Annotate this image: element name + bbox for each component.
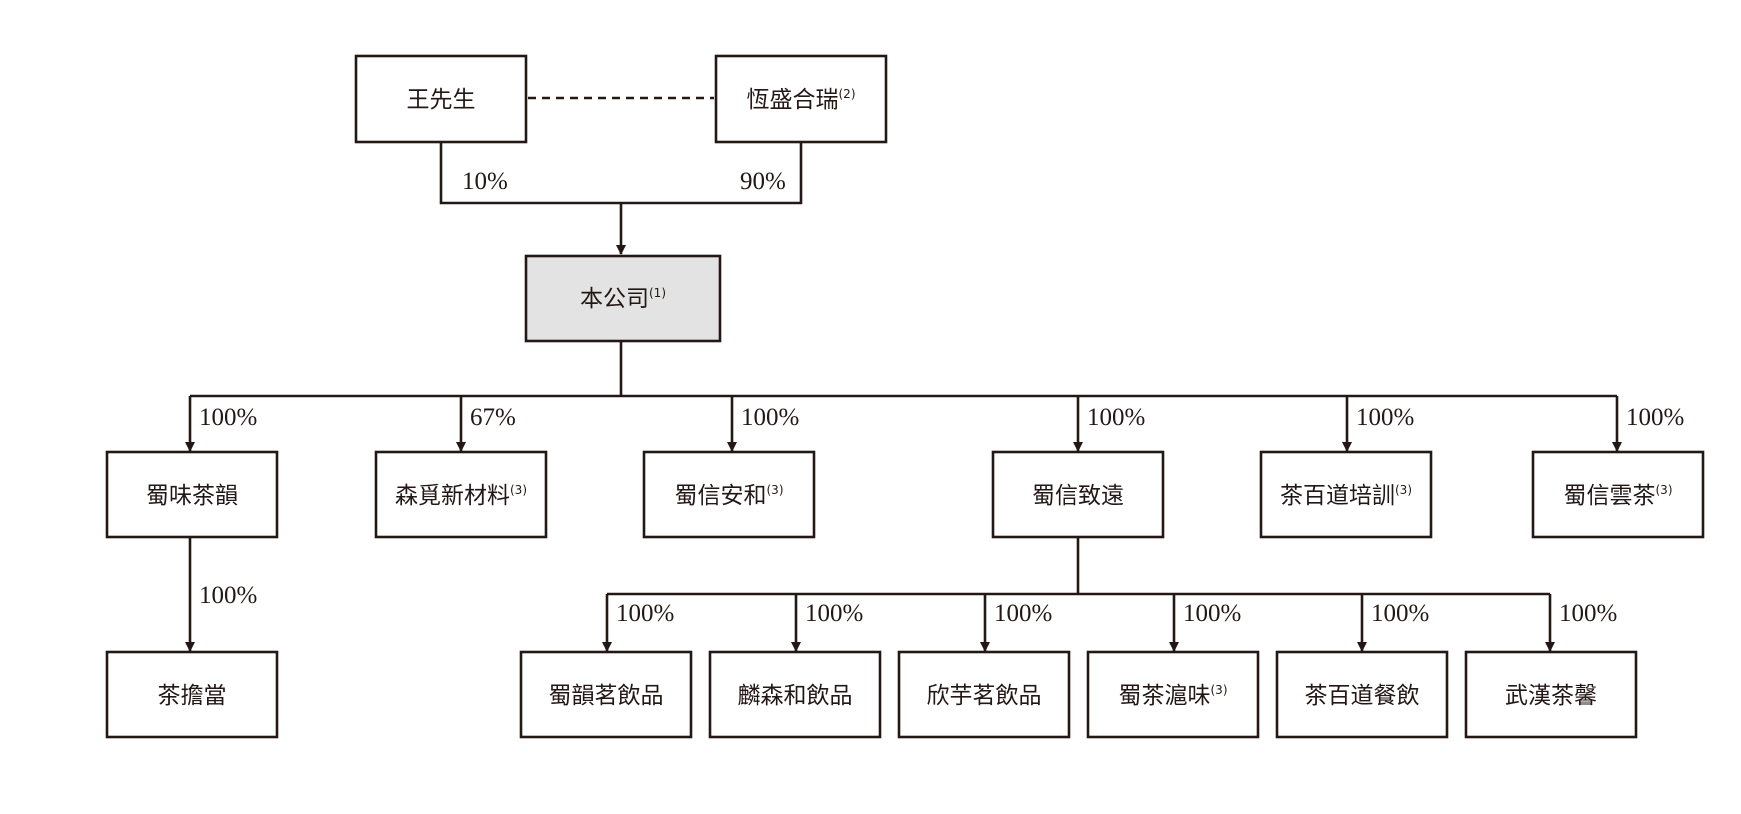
node-hengsheng: 恆盛合瑞(2)	[714, 54, 888, 144]
node-label: 蜀信致遠	[1032, 483, 1124, 509]
node-note: (3)	[1395, 483, 1412, 497]
edge-label-chabaidao-catering: 100%	[1371, 600, 1429, 627]
node-note: (3)	[1211, 683, 1228, 697]
node-note: (1)	[649, 286, 666, 300]
svg-text:武漢茶馨: 武漢茶馨	[1505, 683, 1597, 709]
node-note: (3)	[1656, 483, 1673, 497]
svg-text:蜀信致遠: 蜀信致遠	[1032, 483, 1124, 509]
edge-label-linsen: 100%	[805, 600, 863, 627]
node-shuxin-anhe: 蜀信安和(3)	[642, 450, 816, 539]
node-note: (3)	[510, 483, 527, 497]
svg-text:王先生: 王先生	[407, 87, 476, 113]
edge-label-xinyu: 100%	[994, 600, 1052, 627]
node-label: 蜀信雲茶	[1564, 483, 1656, 509]
node-wuhan: 武漢茶馨	[1464, 650, 1638, 739]
node-label: 茶百道培訓	[1280, 483, 1395, 509]
node-label: 茶百道餐飲	[1305, 683, 1420, 709]
edge-label-chabaidao-training: 100%	[1356, 404, 1414, 431]
svg-text:本公司(1): 本公司(1)	[580, 286, 666, 312]
svg-text:恆盛合瑞(2): 恆盛合瑞(2)	[747, 87, 856, 113]
node-label: 蜀味茶韻	[146, 483, 238, 509]
node-label: 森覓新材料	[395, 483, 510, 509]
edge-label-shuyun: 100%	[616, 600, 674, 627]
node-note: (2)	[839, 87, 856, 101]
node-label: 蜀茶滬味	[1119, 683, 1211, 709]
node-company: 本公司(1)	[524, 254, 722, 343]
node-shuxin-yuncha: 蜀信雲茶(3)	[1531, 450, 1705, 539]
svg-text:茶擔當: 茶擔當	[158, 683, 227, 709]
svg-text:蜀味茶韻: 蜀味茶韻	[146, 483, 238, 509]
node-chabaidao-training: 茶百道培訓(3)	[1259, 450, 1433, 539]
svg-text:茶百道培訓(3): 茶百道培訓(3)	[1280, 483, 1412, 509]
edge-label-shucha: 100%	[1183, 600, 1241, 627]
node-senmi: 森覓新材料(3)	[374, 450, 548, 539]
node-label: 蜀韻茗飲品	[549, 683, 664, 709]
svg-text:蜀韻茗飲品: 蜀韻茗飲品	[549, 683, 664, 709]
svg-text:蜀茶滬味(3): 蜀茶滬味(3)	[1119, 683, 1228, 709]
edge-label-senmi: 67%	[470, 404, 516, 431]
svg-text:茶百道餐飲: 茶百道餐飲	[1305, 683, 1420, 709]
svg-text:欣芋茗飲品: 欣芋茗飲品	[927, 683, 1042, 709]
node-chabaidao-catering: 茶百道餐飲	[1275, 650, 1449, 739]
node-xinyu: 欣芋茗飲品	[897, 650, 1071, 739]
edge-label-hengsheng: 90%	[740, 168, 786, 195]
edge-label-wang: 10%	[462, 168, 508, 195]
node-label: 麟森和飲品	[738, 683, 853, 709]
node-label: 王先生	[407, 87, 476, 113]
edge-label-shuxin-anhe: 100%	[741, 404, 799, 431]
node-linsen: 麟森和飲品	[708, 650, 882, 739]
edge-label-shuxin-zhiyuan: 100%	[1087, 404, 1145, 431]
node-shuwei: 蜀味茶韻	[105, 450, 279, 539]
node-wang: 王先生	[354, 54, 528, 144]
node-label: 恆盛合瑞	[747, 87, 839, 113]
node-chadandang: 茶擔當	[105, 650, 279, 739]
node-label: 蜀信安和	[675, 483, 767, 509]
svg-text:森覓新材料(3): 森覓新材料(3)	[395, 483, 527, 509]
node-note: (3)	[767, 483, 784, 497]
node-label: 茶擔當	[158, 683, 227, 709]
edge-label-shuxin-yuncha: 100%	[1626, 404, 1684, 431]
node-shucha: 蜀茶滬味(3)	[1086, 650, 1260, 739]
svg-text:蜀信雲茶(3): 蜀信雲茶(3)	[1564, 483, 1673, 509]
edge-label-wuhan: 100%	[1559, 600, 1617, 627]
edge-label-chadandang: 100%	[199, 582, 257, 609]
svg-text:蜀信安和(3): 蜀信安和(3)	[675, 483, 784, 509]
node-shuxin-zhiyuan: 蜀信致遠	[991, 450, 1165, 539]
node-label: 本公司	[580, 286, 649, 312]
node-label: 武漢茶馨	[1505, 683, 1597, 709]
node-shuyun: 蜀韻茗飲品	[519, 650, 693, 739]
svg-text:麟森和飲品: 麟森和飲品	[738, 683, 853, 709]
edge-label-shuwei: 100%	[199, 404, 257, 431]
node-label: 欣芋茗飲品	[927, 683, 1042, 709]
